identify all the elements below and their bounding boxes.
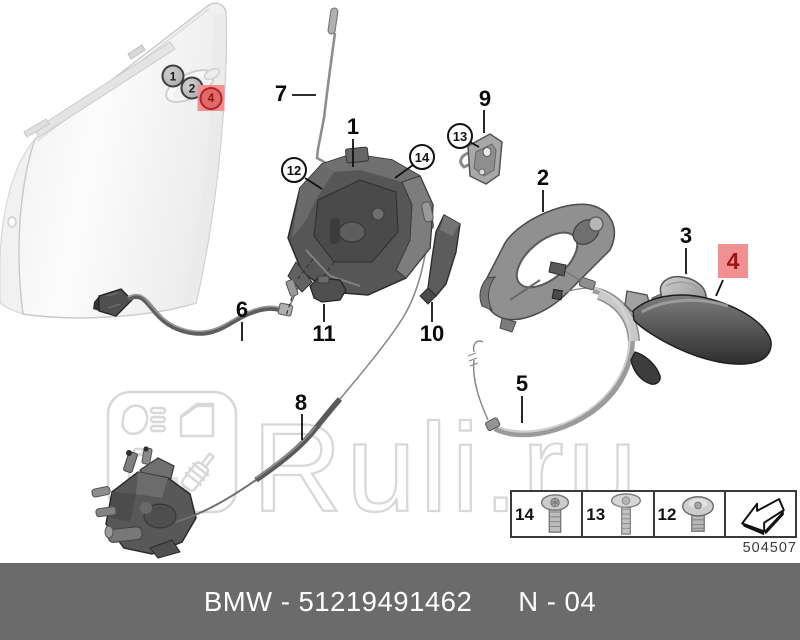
sheet-number: 504507 (742, 540, 797, 556)
callout-9: 9 (478, 86, 492, 111)
legend-cell-12: 12 (652, 492, 724, 536)
footer-part-number: BMW - 51219491462 (203, 585, 473, 617)
door-striker-part (459, 133, 503, 185)
legend-cell-arrow (723, 492, 795, 536)
footer-page-code: N - 04 (518, 585, 597, 617)
callout-13-label: 13 (452, 128, 468, 144)
legend-cell-13: 13 (581, 492, 652, 536)
callout-10: 10 (419, 321, 445, 346)
callout-7: 7 (274, 81, 288, 106)
callout-leader-lines (241, 94, 724, 440)
door-lock-actuator (287, 146, 434, 296)
callout-11: 11 (312, 321, 336, 346)
door-panel (0, 2, 228, 319)
exterior-door-handle (624, 290, 772, 385)
callout-5: 5 (515, 371, 529, 396)
door-marker-4: 4 (199, 86, 223, 110)
body-panel-icon (121, 404, 149, 436)
callout-8: 8 (294, 390, 308, 415)
interior-latch-assembly (91, 446, 197, 559)
door-marker-1-label: 1 (169, 69, 177, 83)
lock-clip-part (285, 275, 347, 303)
callout-14-label: 14 (414, 149, 430, 165)
callout-4-label: 4 (726, 247, 740, 274)
direction-arrow-icon (741, 498, 786, 536)
pan-head-screw-icon (540, 494, 569, 533)
callout-4-highlighted: 4 (718, 244, 748, 278)
callout-1: 1 (346, 114, 360, 139)
legend-14-label: 14 (515, 504, 534, 524)
dome-head-screw-icon (682, 496, 715, 532)
door-marker-2-label: 2 (188, 81, 196, 95)
callout-3: 3 (679, 223, 693, 248)
callout-13-circled: 13 (447, 123, 473, 149)
lock-bracket-part (419, 201, 461, 305)
countersunk-screw-icon (611, 493, 642, 535)
lock-rod-part (315, 7, 339, 165)
door-marker-4-label: 4 (207, 91, 215, 105)
exploded-diagram-art (0, 2, 772, 559)
door-marker-1: 1 (161, 64, 185, 88)
handle-carrier-part (479, 203, 615, 333)
callout-12-circled: 12 (281, 157, 307, 183)
callout-12-label: 12 (286, 162, 302, 178)
door-marker-4-highlight: 4 (197, 85, 225, 111)
callout-14-circled: 14 (409, 144, 435, 170)
list-lines-icon (149, 406, 167, 433)
fastener-legend-table: 14 13 12 (510, 490, 797, 538)
callout-6: 6 (235, 297, 249, 322)
car-door-icon (179, 402, 215, 438)
window-trim-strip (33, 41, 176, 138)
callout-2: 2 (536, 165, 550, 190)
bowden-cable-5 (467, 261, 640, 438)
legend-cell-14: 14 (512, 492, 581, 536)
footer-bar: BMW - 51219491462 N - 04 (0, 563, 800, 640)
legend-12-label: 12 (657, 504, 677, 524)
legend-13-label: 13 (586, 504, 606, 524)
